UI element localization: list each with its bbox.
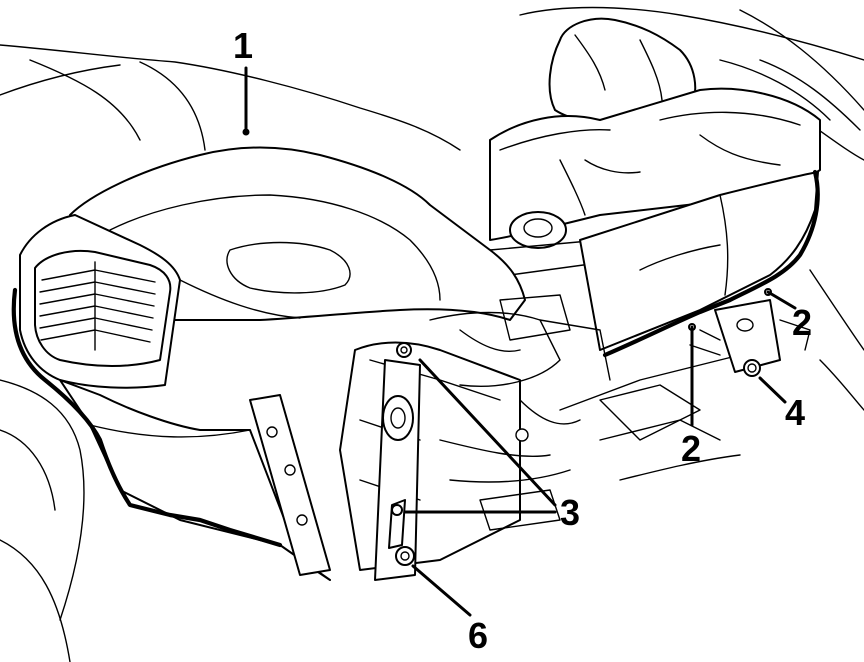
callout-4: 4 <box>785 392 805 433</box>
callout-1: 1 <box>233 25 253 66</box>
leader-lines <box>242 66 797 617</box>
leader-6 <box>411 564 472 617</box>
console-compartment-lid <box>69 146 526 321</box>
console-lower-body <box>11 287 331 581</box>
side-bracket <box>374 359 421 581</box>
clip-2a <box>764 288 772 296</box>
console-upper-panel <box>489 59 861 276</box>
bolt-6 <box>395 546 415 566</box>
vent-louvers <box>39 261 156 351</box>
leader-4 <box>758 376 787 404</box>
front-seats-background <box>0 6 864 662</box>
callout-2b: 2 <box>681 428 701 469</box>
console-side-panel <box>579 169 820 358</box>
rear-vent-panel <box>19 214 301 389</box>
callout-6: 6 <box>468 615 488 656</box>
leader-2a <box>766 290 797 310</box>
leader-3a <box>418 358 557 507</box>
callout-2a: 2 <box>792 302 812 343</box>
callout-labels: 1 2 2 3 4 6 <box>233 25 812 656</box>
fasteners <box>391 288 772 566</box>
rear-right-bracket <box>689 299 811 373</box>
screw-marker-bracket <box>391 504 403 516</box>
callout-3: 3 <box>560 492 580 533</box>
console-internals <box>429 294 761 531</box>
screw-marker-upper <box>396 342 412 358</box>
bolt-4 <box>743 359 761 377</box>
